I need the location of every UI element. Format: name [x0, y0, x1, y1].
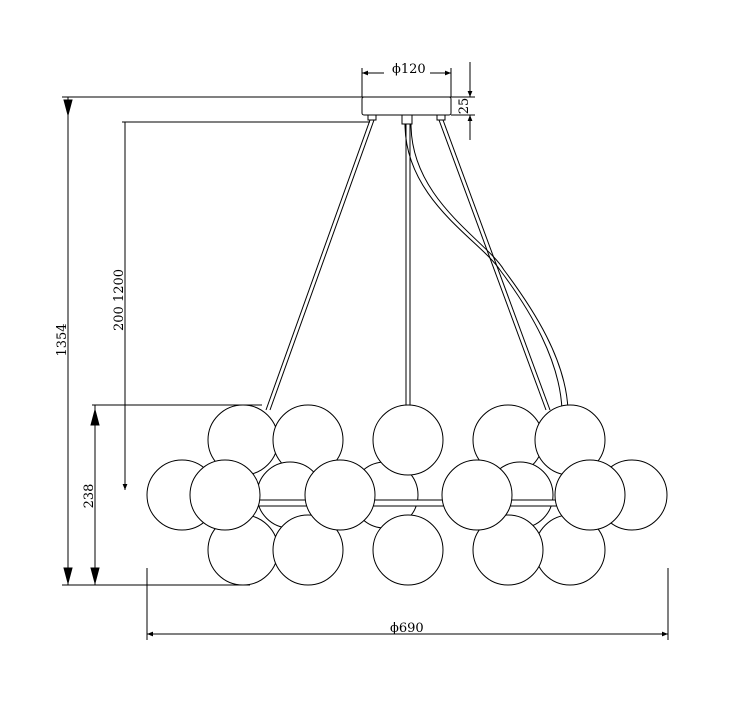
lamp [146, 96, 668, 586]
globes [146, 404, 668, 586]
body-diameter-label: ϕ690 [390, 621, 424, 636]
canopy-diameter-label: ϕ120 [392, 62, 426, 77]
canopy [361, 96, 452, 116]
body-height-label: 238 [82, 484, 97, 509]
cable-clamp-right [436, 114, 446, 121]
total-height-label: 1354 [55, 323, 70, 356]
cables [265, 119, 569, 411]
cable-length-label: 200 1200 [112, 269, 127, 331]
canopy-stem [401, 114, 413, 125]
dimension-lines [62, 62, 669, 640]
cable-clamp-left [367, 114, 377, 121]
canopy-height-label: 25 [457, 98, 472, 115]
ring-frame [257, 499, 559, 507]
